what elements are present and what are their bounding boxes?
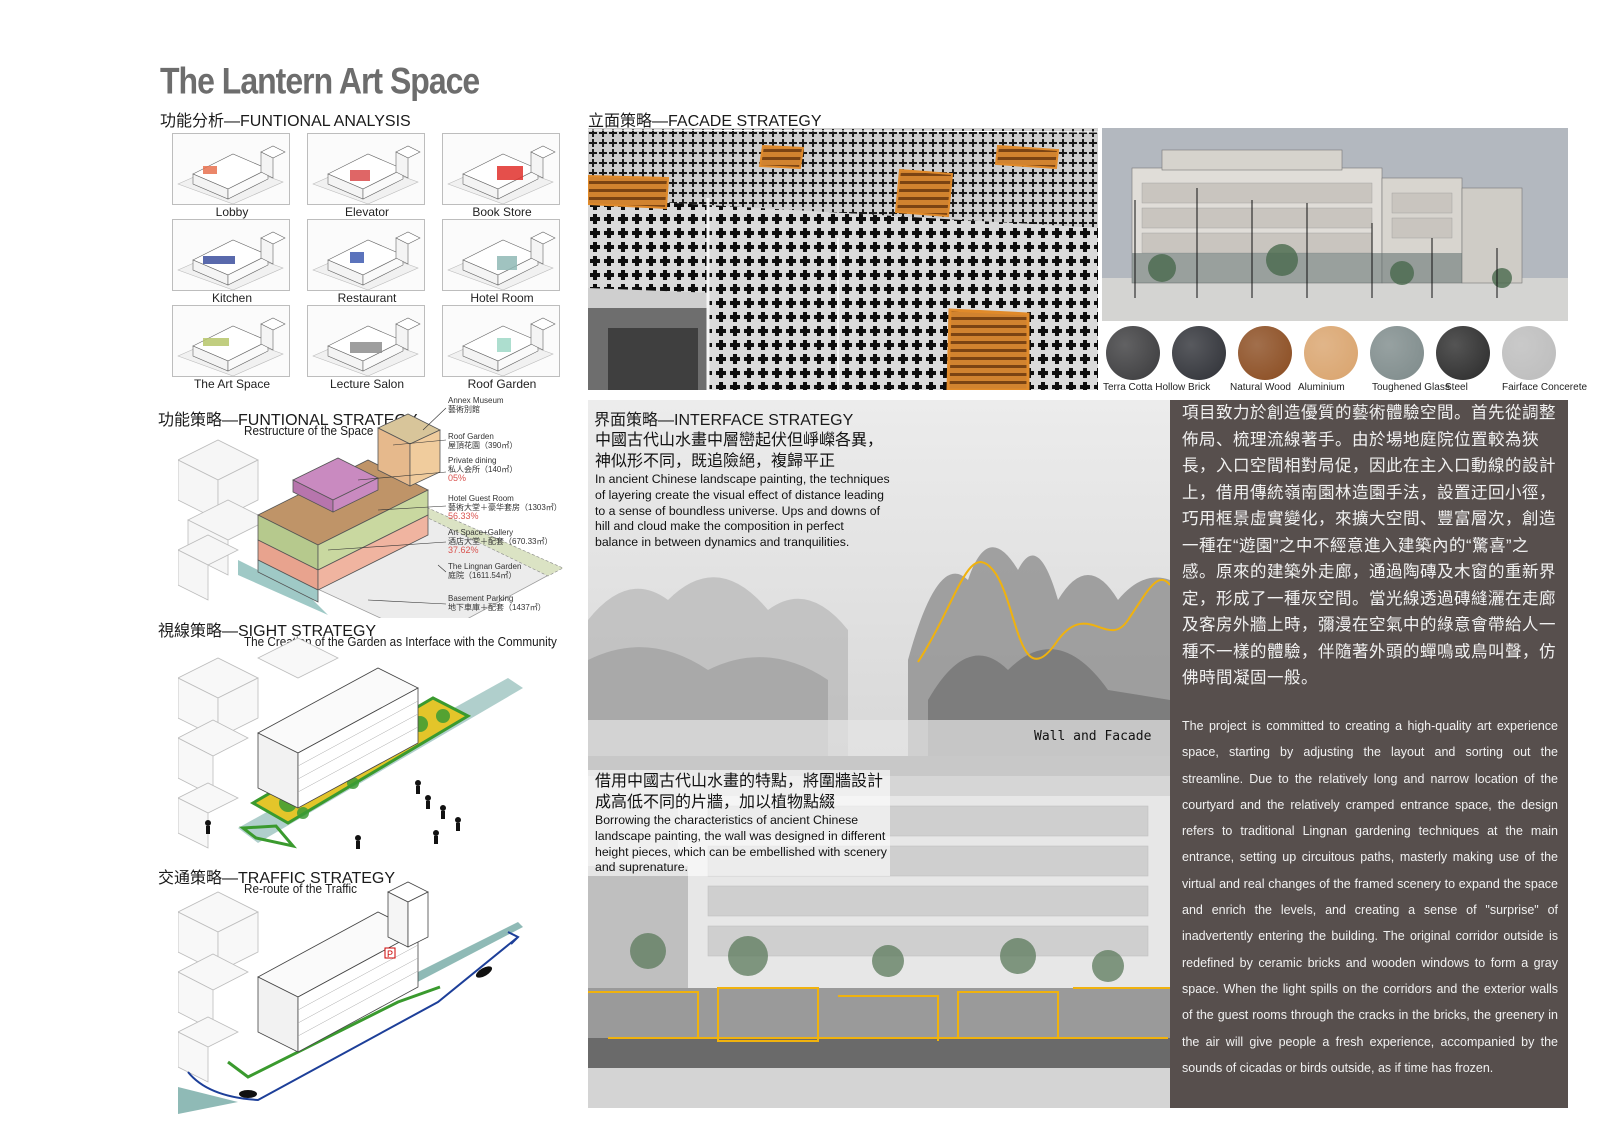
function-thumb-7: Lecture Salon	[307, 305, 427, 391]
facade-perforated-photo	[588, 128, 1098, 390]
functional-strategy-subheading: Restructure of the Space	[244, 423, 374, 438]
strategy-note-zh: 屋頂花園（390㎡）	[448, 441, 518, 450]
facade-elevation-render	[1102, 128, 1568, 321]
interface-zh-title-2: 借用中國古代山水畫的特點，將圍牆設計成高低不同的片牆，加以植物點綴	[595, 773, 884, 811]
material-swatch	[1304, 326, 1358, 380]
functional-strategy-heading: 功能策略—FUNTIONAL STRATEGY	[158, 412, 418, 429]
material-swatch	[1436, 326, 1490, 380]
sight-strategy-subheading: The Creation of the Garden as Interface …	[244, 634, 557, 649]
function-thumb-label: Elevator	[344, 205, 390, 219]
material-swatch	[1370, 326, 1424, 380]
function-thumb-label: Book Store	[472, 205, 532, 219]
function-thumb-label: Lobby	[215, 205, 249, 219]
strategy-note-percent: 56.33%	[448, 511, 479, 521]
strategy-note-en: The Lingnan Garden	[448, 562, 522, 571]
material-label: Terra Cotta Hollow Brick	[1103, 382, 1211, 393]
function-thumb-diagram	[307, 133, 425, 205]
function-thumb-label: Hotel Room	[470, 291, 534, 305]
description-en: The project is committed to creating a h…	[1182, 719, 1558, 1075]
interface-zh-title-1: 中國古代山水畫中層巒起伏但崢嶸各異，神似形不同，既追險絕，複歸平正	[595, 432, 884, 470]
function-thumb-diagram	[442, 219, 560, 291]
traffic-strategy-diagram: P	[178, 862, 578, 1114]
function-thumb-diagram	[307, 305, 425, 377]
material-label: Steel	[1445, 382, 1468, 393]
function-thumb-8: Roof Garden	[442, 305, 562, 391]
strategy-note-zh: 酒店大堂＋配套（670.33㎡）	[448, 537, 553, 546]
function-thumb-diagram	[172, 133, 290, 205]
functional-analysis-heading: 功能分析—FUNTIONAL ANALYSIS	[160, 113, 411, 130]
function-thumb-5: Hotel Room	[442, 219, 562, 305]
page-title: The Lantern Art Space	[160, 60, 480, 102]
function-thumb-diagram	[172, 219, 290, 291]
material-swatch	[1106, 326, 1160, 380]
landscape-painting-panel	[588, 400, 1170, 756]
strategy-note-zh: 庭院（1611.54㎡）	[448, 571, 517, 580]
material-swatch	[1172, 326, 1226, 380]
sight-strategy-heading: 視線策略—SIGHT STRATEGY	[158, 623, 377, 640]
function-thumb-label: Kitchen	[211, 291, 253, 305]
interface-text-bg-2	[588, 770, 890, 876]
strategy-note-zh: 藝術大堂＋豪华套房（1303㎡）	[448, 503, 562, 512]
strategy-note-en: Annex Museum	[448, 396, 504, 405]
function-thumb-4: Restaurant	[307, 219, 427, 305]
interface-en-text-1: In ancient Chinese landscape painting, t…	[595, 472, 890, 550]
function-thumb-diagram	[442, 305, 560, 377]
functional-strategy-diagram	[178, 400, 578, 618]
function-thumb-1: Elevator	[307, 133, 427, 219]
traffic-strategy-heading: 交通策略—TRAFFIC STRATEGY	[158, 870, 396, 887]
function-thumb-6: The Art Space	[172, 305, 292, 391]
function-thumb-2: Book Store	[442, 133, 562, 219]
material-swatch	[1502, 326, 1556, 380]
strategy-note-percent: 05%	[448, 473, 467, 483]
strategy-note-en: Art Space+Gallery	[448, 528, 514, 537]
strategy-note-zh: 地下車庫＋配套（1437㎡）	[448, 603, 546, 612]
material-label: Fairface Concerete	[1502, 382, 1588, 393]
material-label: Toughened Glass	[1372, 382, 1450, 393]
interface-strategy-heading: 界面策略—INTERFACE STRATEGY	[594, 412, 854, 429]
strategy-note-en: Basement Parking	[448, 594, 514, 603]
description-panel: 項目致力於創造優質的藝術體驗空間。首先從調整佈局、梳理流線著手。由於場地庭院位置…	[1170, 400, 1568, 1108]
interface-en-text-2: Borrowing the characteristics of ancient…	[595, 813, 887, 875]
facade-strategy-heading: 立面策略—FACADE STRATEGY	[588, 113, 822, 130]
strategy-note-en: Private dining	[448, 456, 497, 465]
description-zh: 項目致力於創造優質的藝術體驗空間。首先從調整佈局、梳理流線著手。由於場地庭院位置…	[1182, 404, 1556, 687]
sight-strategy-diagram	[178, 638, 578, 860]
strategy-note-zh: 私人会所（140㎡）	[448, 465, 518, 474]
function-thumb-label: Lecture Salon	[329, 377, 405, 391]
function-thumb-label: The Art Space	[193, 377, 271, 391]
material-label: Aluminium	[1298, 382, 1345, 393]
strategy-note-percent: 37.62%	[448, 545, 479, 555]
materials-legend: Terra Cotta Hollow Brick Natural Wood Alum…	[1102, 322, 1587, 400]
strategy-note-zh: 藝術別館	[448, 405, 480, 414]
material-swatch	[1238, 326, 1292, 380]
wall-and-facade-label: Wall and Facade	[1034, 729, 1152, 744]
function-thumb-3: Kitchen	[172, 219, 292, 305]
traffic-strategy-subheading: Re-route of the Traffic	[244, 881, 357, 896]
function-thumb-diagram	[172, 305, 290, 377]
function-thumb-label: Roof Garden	[467, 377, 537, 391]
function-thumb-label: Restaurant	[337, 291, 397, 305]
strategy-note-en: Hotel Guest Room	[448, 494, 514, 503]
strategy-note-en: Roof Garden	[448, 432, 494, 441]
functional-analysis-grid: Lobby Elevator Book Store Kitchen	[172, 133, 562, 395]
function-thumb-0: Lobby	[172, 133, 292, 219]
function-thumb-diagram	[307, 219, 425, 291]
function-thumb-diagram	[442, 133, 560, 205]
parking-sign: P	[387, 949, 393, 959]
material-label: Natural Wood	[1230, 382, 1291, 393]
